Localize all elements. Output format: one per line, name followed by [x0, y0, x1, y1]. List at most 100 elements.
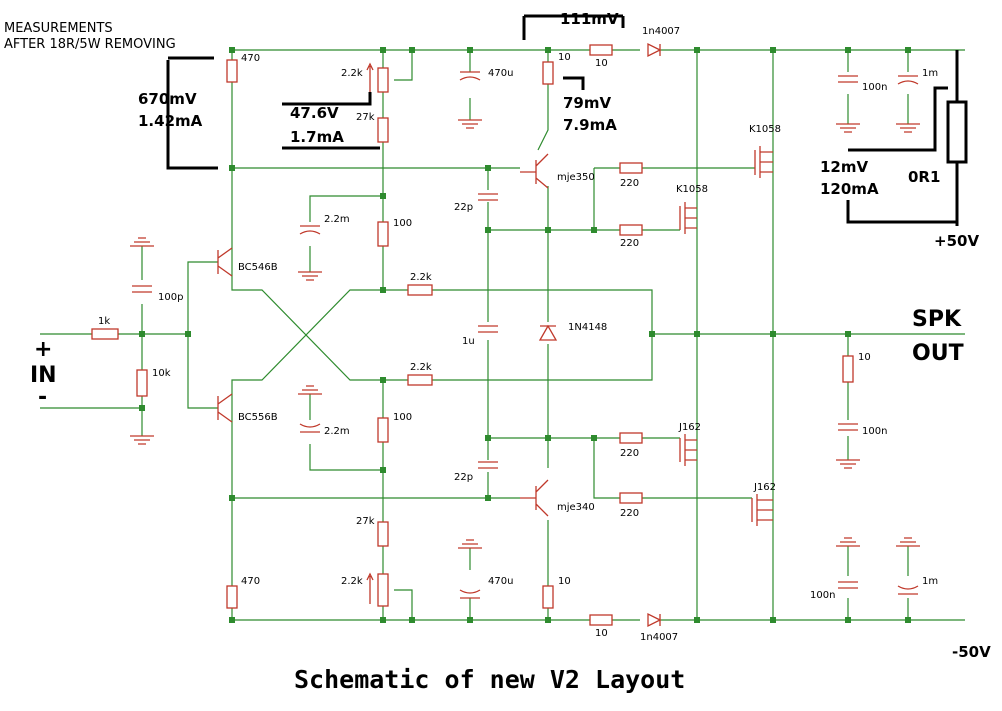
label-r10-bot: 10	[558, 576, 571, 587]
label-c2m2-bot: 2.2m	[324, 426, 350, 437]
label-c100n-out: 100n	[862, 426, 887, 437]
resistor-10-out	[842, 355, 854, 383]
note-line1: MEASUREMENTS	[4, 21, 113, 36]
meas-top-v: 111mV	[560, 10, 619, 28]
annotations: MEASUREMENTS AFTER 18R/5W REMOVING 670mV…	[4, 10, 991, 694]
transistor-bc546b	[217, 247, 233, 277]
resistor-27k-top	[377, 117, 389, 143]
capacitor-22p-top	[478, 193, 498, 201]
meas-vas-i: 7.9mA	[563, 116, 617, 134]
label-r27k-top: 27k	[356, 112, 375, 123]
junction-dots	[139, 47, 911, 623]
label-r10k: 10k	[152, 368, 171, 379]
label-r220-a: 220	[620, 178, 639, 189]
meas-mid-v: 47.6V	[290, 104, 339, 122]
page-title: Schematic of new V2 Layout	[294, 665, 685, 694]
capacitor-22p-bot	[478, 461, 498, 469]
capacitor-2m2-top	[299, 225, 321, 235]
label-q-vas-bot: mje340	[557, 502, 595, 513]
capacitor-2m2-bot	[299, 423, 321, 433]
label-r220-b: 220	[620, 238, 639, 249]
capacitor-470u-bot	[459, 589, 481, 599]
label-r27k-bot: 27k	[356, 516, 375, 527]
label-r10-series-bot: 10	[595, 628, 608, 639]
label-c22p-bot: 22p	[454, 472, 473, 483]
measurement-lines	[166, 14, 959, 226]
diode-1n4148	[538, 324, 558, 341]
note-line2: AFTER 18R/5W REMOVING	[4, 37, 176, 52]
label-r10-series-top: 10	[595, 58, 608, 69]
diode-1n4007-bot	[647, 612, 662, 628]
transistor-mje350	[520, 153, 549, 189]
label-m-j162-b: J162	[753, 482, 776, 493]
label-r470-top: 470	[241, 53, 260, 64]
label-in-plus: +	[34, 337, 52, 362]
mosfet-j162-a	[679, 434, 697, 466]
capacitor-1m-bot	[897, 585, 919, 595]
label-d-top: 1n4007	[642, 26, 680, 37]
component-labels: 470 2.2k 27k 470u 10 10 1n4007 100n 1m m…	[98, 26, 938, 643]
label-pot-bot: 2.2k	[341, 576, 363, 587]
label-r10-top: 10	[558, 52, 571, 63]
label-spk: SPK	[912, 307, 962, 332]
meas-out-i: 120mA	[820, 180, 879, 198]
resistor-100-bot	[377, 417, 389, 443]
label-r220-d: 220	[620, 508, 639, 519]
resistor-10-series-top	[589, 44, 613, 56]
resistor-220-b	[619, 224, 643, 236]
resistor-220-d	[619, 492, 643, 504]
label-c100n-top: 100n	[862, 82, 887, 93]
label-q-vas-top: mje350	[557, 172, 595, 183]
capacitor-1m-top	[897, 75, 919, 85]
label-d-bias: 1N4148	[568, 322, 607, 333]
pot-bot	[377, 573, 389, 607]
resistor-1k	[91, 328, 119, 340]
mosfet-j162-b	[751, 494, 773, 526]
label-c100p: 100p	[158, 292, 183, 303]
capacitor-100n-bot	[838, 581, 858, 589]
label-r1k: 1k	[98, 316, 110, 327]
label-pot-top: 2.2k	[341, 68, 363, 79]
label-r100-bot: 100	[393, 412, 412, 423]
mosfet-k1058-a	[754, 146, 773, 178]
label-in-minus: -	[38, 385, 47, 410]
label-r470-bot: 470	[241, 576, 260, 587]
components	[91, 42, 968, 628]
meas-mid-i: 1.7mA	[290, 128, 344, 146]
capacitor-100n-out	[838, 423, 858, 431]
resistor-2k2-bot	[407, 374, 433, 386]
meas-out-v: 12mV	[820, 158, 869, 176]
label-shunt: 0R1	[908, 168, 940, 186]
diode-1n4007-top	[647, 42, 662, 58]
meas-input-i: 1.42mA	[138, 112, 203, 130]
resistor-10-bot	[542, 585, 554, 609]
capacitor-100p	[132, 285, 152, 293]
label-r2k2-top: 2.2k	[410, 272, 432, 283]
meas-vas-v: 79mV	[563, 94, 612, 112]
resistor-10-series-bot	[589, 614, 613, 626]
mosfet-k1058-b	[679, 202, 697, 234]
transistor-mje340	[520, 479, 549, 517]
resistor-470-top	[226, 59, 238, 83]
resistor-10k	[136, 369, 148, 397]
label-c470u-bot: 470u	[488, 576, 513, 587]
label-r100-top: 100	[393, 218, 412, 229]
resistor-0r1	[946, 100, 968, 164]
label-c470u-top: 470u	[488, 68, 513, 79]
label-c1m-bot: 1m	[922, 576, 938, 587]
label-out: OUT	[912, 341, 964, 366]
resistor-27k-bot	[377, 521, 389, 547]
label-r10-out: 10	[858, 352, 871, 363]
label-c2m2-top: 2.2m	[324, 214, 350, 225]
label-c100n-bot: 100n	[810, 590, 835, 601]
transistor-bc556b	[217, 393, 233, 423]
label-q-in-top: BC546B	[238, 262, 278, 273]
label-pos-supply: +50V	[934, 232, 979, 250]
label-q-in-bot: BC556B	[238, 412, 278, 423]
label-m-k1058-b: K1058	[676, 184, 708, 195]
label-in: IN	[30, 363, 57, 388]
label-c1u: 1u	[462, 336, 475, 347]
capacitor-470u-top	[459, 71, 481, 81]
capacitor-100n-top	[838, 75, 858, 83]
